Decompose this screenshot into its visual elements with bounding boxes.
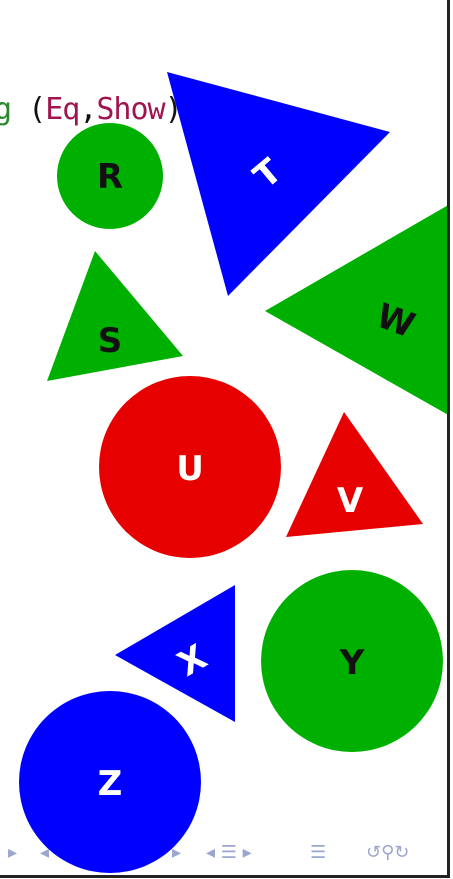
shape-t-triangle [167, 72, 390, 296]
shape-w: W [265, 205, 447, 415]
nav-left-arrow-icon[interactable]: ▸ [8, 842, 18, 863]
shape-x: X [115, 585, 235, 722]
shape-r: R [57, 123, 163, 229]
shape-w-triangle [265, 205, 447, 415]
code-keyword-tail: g [0, 92, 12, 127]
beamer-navigation-bar: ▸ ◂ ▸ ◂ ☰ ▸ ☰ ↺⚲↻ [0, 838, 447, 872]
code-class-show: Show [96, 92, 165, 127]
shape-u: U [99, 376, 281, 558]
code-open-paren: ( [11, 92, 46, 127]
code-comma: , [79, 92, 97, 127]
nav-align-icon[interactable]: ☰ [310, 842, 327, 863]
nav-subsection-icon[interactable]: ▸ [172, 842, 182, 863]
shape-z-circle [19, 691, 201, 873]
shape-s-triangle [47, 251, 183, 381]
shape-s: S [47, 251, 183, 381]
shape-s-label: S [98, 321, 123, 361]
shape-y-label: Y [339, 643, 365, 683]
nav-frame-icon[interactable]: ◂ [40, 842, 50, 863]
nav-search-icon[interactable]: ↺⚲↻ [366, 842, 410, 863]
shape-v: V [286, 412, 423, 537]
code-class-eq: Eq [45, 92, 80, 127]
shape-r-label: R [97, 157, 123, 197]
shape-z: Z [19, 691, 201, 873]
nav-section-icon[interactable]: ◂ ☰ ▸ [206, 842, 252, 863]
shape-v-label: V [337, 481, 364, 521]
shape-y: Y [261, 570, 443, 752]
shape-z-label: Z [98, 764, 123, 804]
shape-u-circle [99, 376, 281, 558]
shape-r-circle [57, 123, 163, 229]
shape-y-circle [261, 570, 443, 752]
shape-u-label: U [176, 449, 204, 489]
code-fragment: g (Eq,Show) [0, 92, 183, 127]
shape-x-triangle [115, 585, 235, 722]
shape-v-triangle [286, 412, 423, 537]
shape-t: T [167, 72, 390, 296]
